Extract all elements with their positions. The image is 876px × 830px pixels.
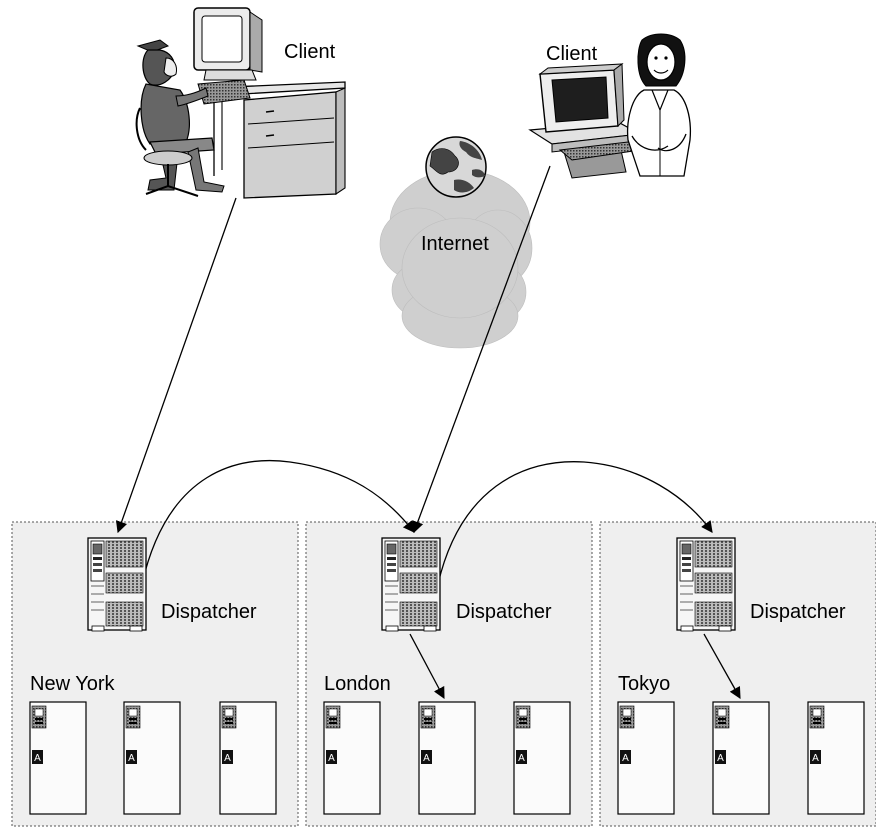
globe-icon [425, 136, 487, 198]
new-york-to-london-arrow [141, 459, 415, 585]
site-new-york: Dispatcher New York A A A [29, 537, 277, 815]
client-label-left: Client [284, 41, 336, 63]
backend-server: A [617, 701, 675, 815]
client-to-london-arrow [412, 165, 551, 534]
dispatcher-server-icon [87, 537, 147, 632]
london-dispatcher-to-server-arrow [409, 633, 445, 700]
site-label-tokyo: Tokyo [618, 673, 670, 695]
site-tokyo: Dispatcher Tokyo A A A [617, 537, 865, 815]
backend-server: A [123, 701, 181, 815]
london-to-tokyo-arrow [437, 461, 713, 585]
server-badge: A [622, 753, 629, 764]
backend-server: A [712, 701, 770, 815]
server-badge: A [34, 753, 41, 764]
client-woman-with-pc [528, 33, 692, 179]
site-label-new-york: New York [30, 673, 115, 695]
server-badge: A [328, 753, 335, 764]
client-man-at-desk [135, 7, 346, 199]
server-badge: A [128, 753, 135, 764]
site-london: Dispatcher London A A A [323, 537, 571, 815]
backend-server: A [323, 701, 381, 815]
dispatcher-label: Dispatcher [750, 601, 846, 623]
backend-server: A [513, 701, 571, 815]
internet-cloud [379, 169, 533, 349]
dispatcher-label: Dispatcher [456, 601, 552, 623]
client-to-new-york-arrow [115, 197, 237, 534]
backend-server: A [219, 701, 277, 815]
client-label-right: Client [546, 43, 598, 65]
server-badge: A [224, 753, 231, 764]
tokyo-dispatcher-to-server-arrow [703, 633, 741, 700]
backend-server: A [418, 701, 476, 815]
internet-label: Internet [421, 233, 489, 255]
server-badge: A [812, 753, 819, 764]
server-badge: A [518, 753, 525, 764]
dispatcher-label: Dispatcher [161, 601, 257, 623]
dispatcher-server-icon [381, 537, 441, 632]
server-badge: A [717, 753, 724, 764]
backend-server: A [807, 701, 865, 815]
dispatcher-server-icon [676, 537, 736, 632]
site-label-london: London [324, 673, 391, 695]
backend-server: A [29, 701, 87, 815]
server-badge: A [423, 753, 430, 764]
